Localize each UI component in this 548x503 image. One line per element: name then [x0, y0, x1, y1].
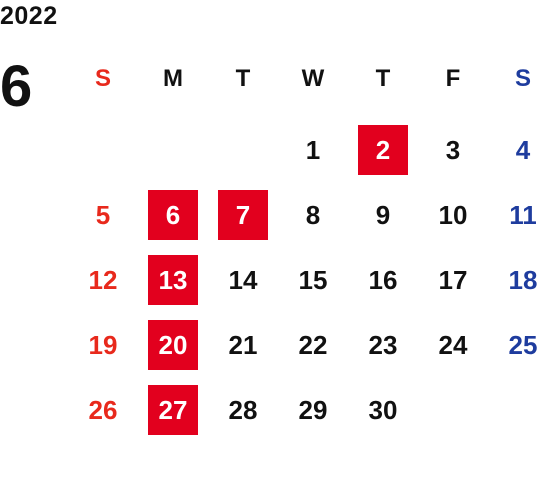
weekday-header-fri: F — [445, 65, 461, 92]
day-cell: 25 — [508, 329, 538, 360]
day-cell: 8 — [305, 199, 321, 230]
day-cell: 23 — [368, 329, 398, 360]
day-cell: 11 — [509, 199, 537, 230]
day-cell-highlighted: 20 — [148, 320, 198, 370]
day-cell: 21 — [228, 329, 258, 360]
month-number: 6 — [0, 54, 33, 119]
weekday-header-mon: M — [163, 65, 183, 92]
day-cell: 30 — [368, 394, 398, 425]
day-cell-highlighted: 13 — [148, 255, 198, 305]
day-cell: 9 — [375, 199, 391, 230]
day-cell-highlighted: 7 — [218, 190, 268, 240]
day-cell: 19 — [88, 329, 118, 360]
day-cell: 17 — [438, 264, 468, 295]
day-cell: 10 — [438, 199, 468, 230]
day-cell: 16 — [368, 264, 398, 295]
day-cell-highlighted: 6 — [148, 190, 198, 240]
weekday-header-sun: S — [94, 65, 111, 92]
day-cell: 22 — [298, 329, 328, 360]
day-cell: 3 — [445, 134, 461, 165]
weekday-header-tue: T — [235, 65, 251, 92]
day-cell: 12 — [88, 264, 118, 295]
day-cell: 26 — [88, 394, 118, 425]
day-cell-highlighted: 2 — [358, 125, 408, 175]
day-cell: 28 — [228, 394, 258, 425]
day-cell: 15 — [298, 264, 328, 295]
day-cell-highlighted: 27 — [148, 385, 198, 435]
year-label: 2022 — [0, 2, 58, 30]
weekday-header-sat: S — [514, 65, 531, 92]
weekday-header-thu: T — [375, 65, 391, 92]
day-cell: 4 — [515, 134, 531, 165]
day-cell: 5 — [95, 199, 111, 230]
day-cell: 1 — [305, 134, 321, 165]
day-cell: 14 — [228, 264, 258, 295]
day-cell: 29 — [298, 394, 328, 425]
day-cell: 24 — [438, 329, 468, 360]
weekday-header-wed: W — [301, 65, 325, 92]
day-cell: 18 — [508, 264, 538, 295]
